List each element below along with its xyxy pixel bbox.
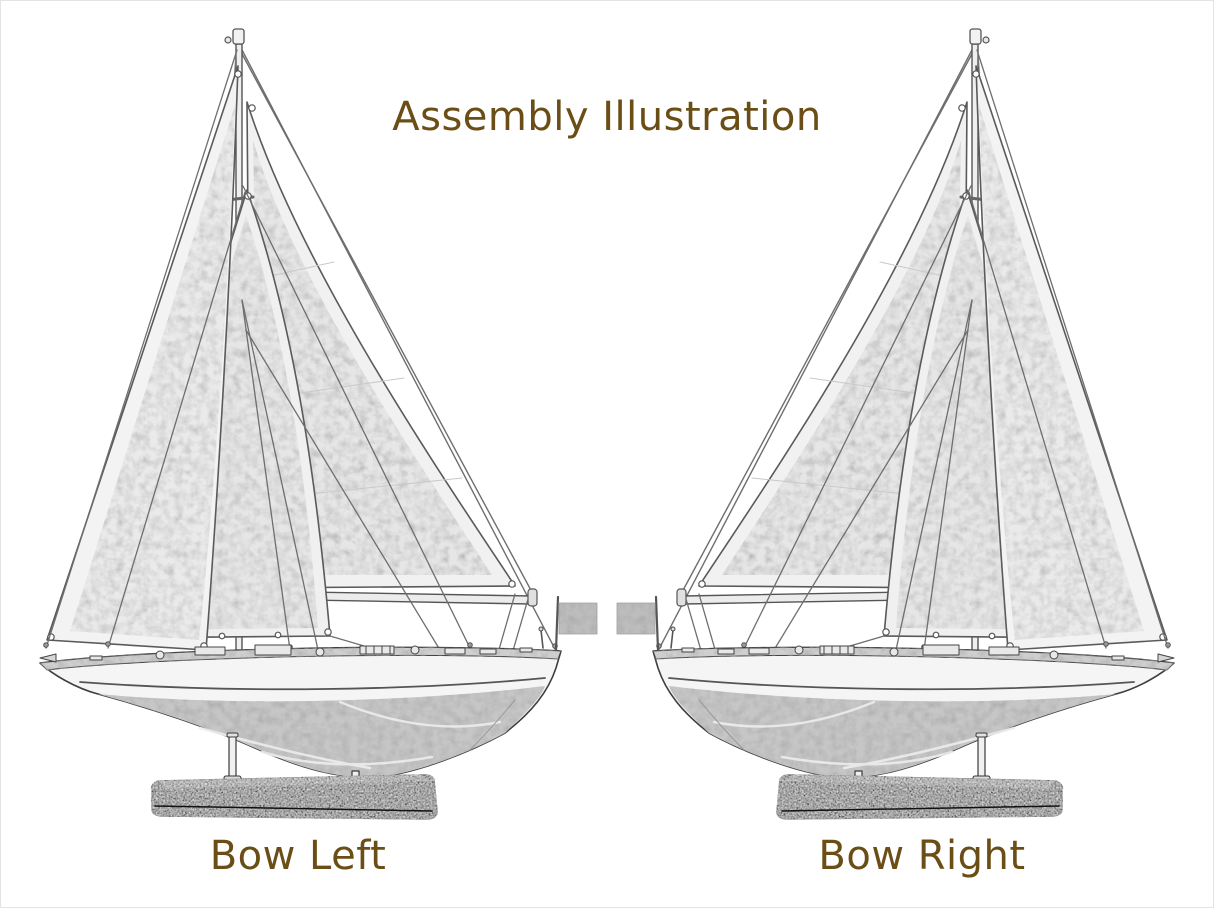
page-title: Assembly Illustration <box>392 94 822 140</box>
sailboat-bow-right <box>617 29 1174 819</box>
bow-left-label: Bow Left <box>209 833 387 879</box>
sailboat-bow-left <box>40 29 597 819</box>
bow-right-label: Bow Right <box>818 833 1026 879</box>
